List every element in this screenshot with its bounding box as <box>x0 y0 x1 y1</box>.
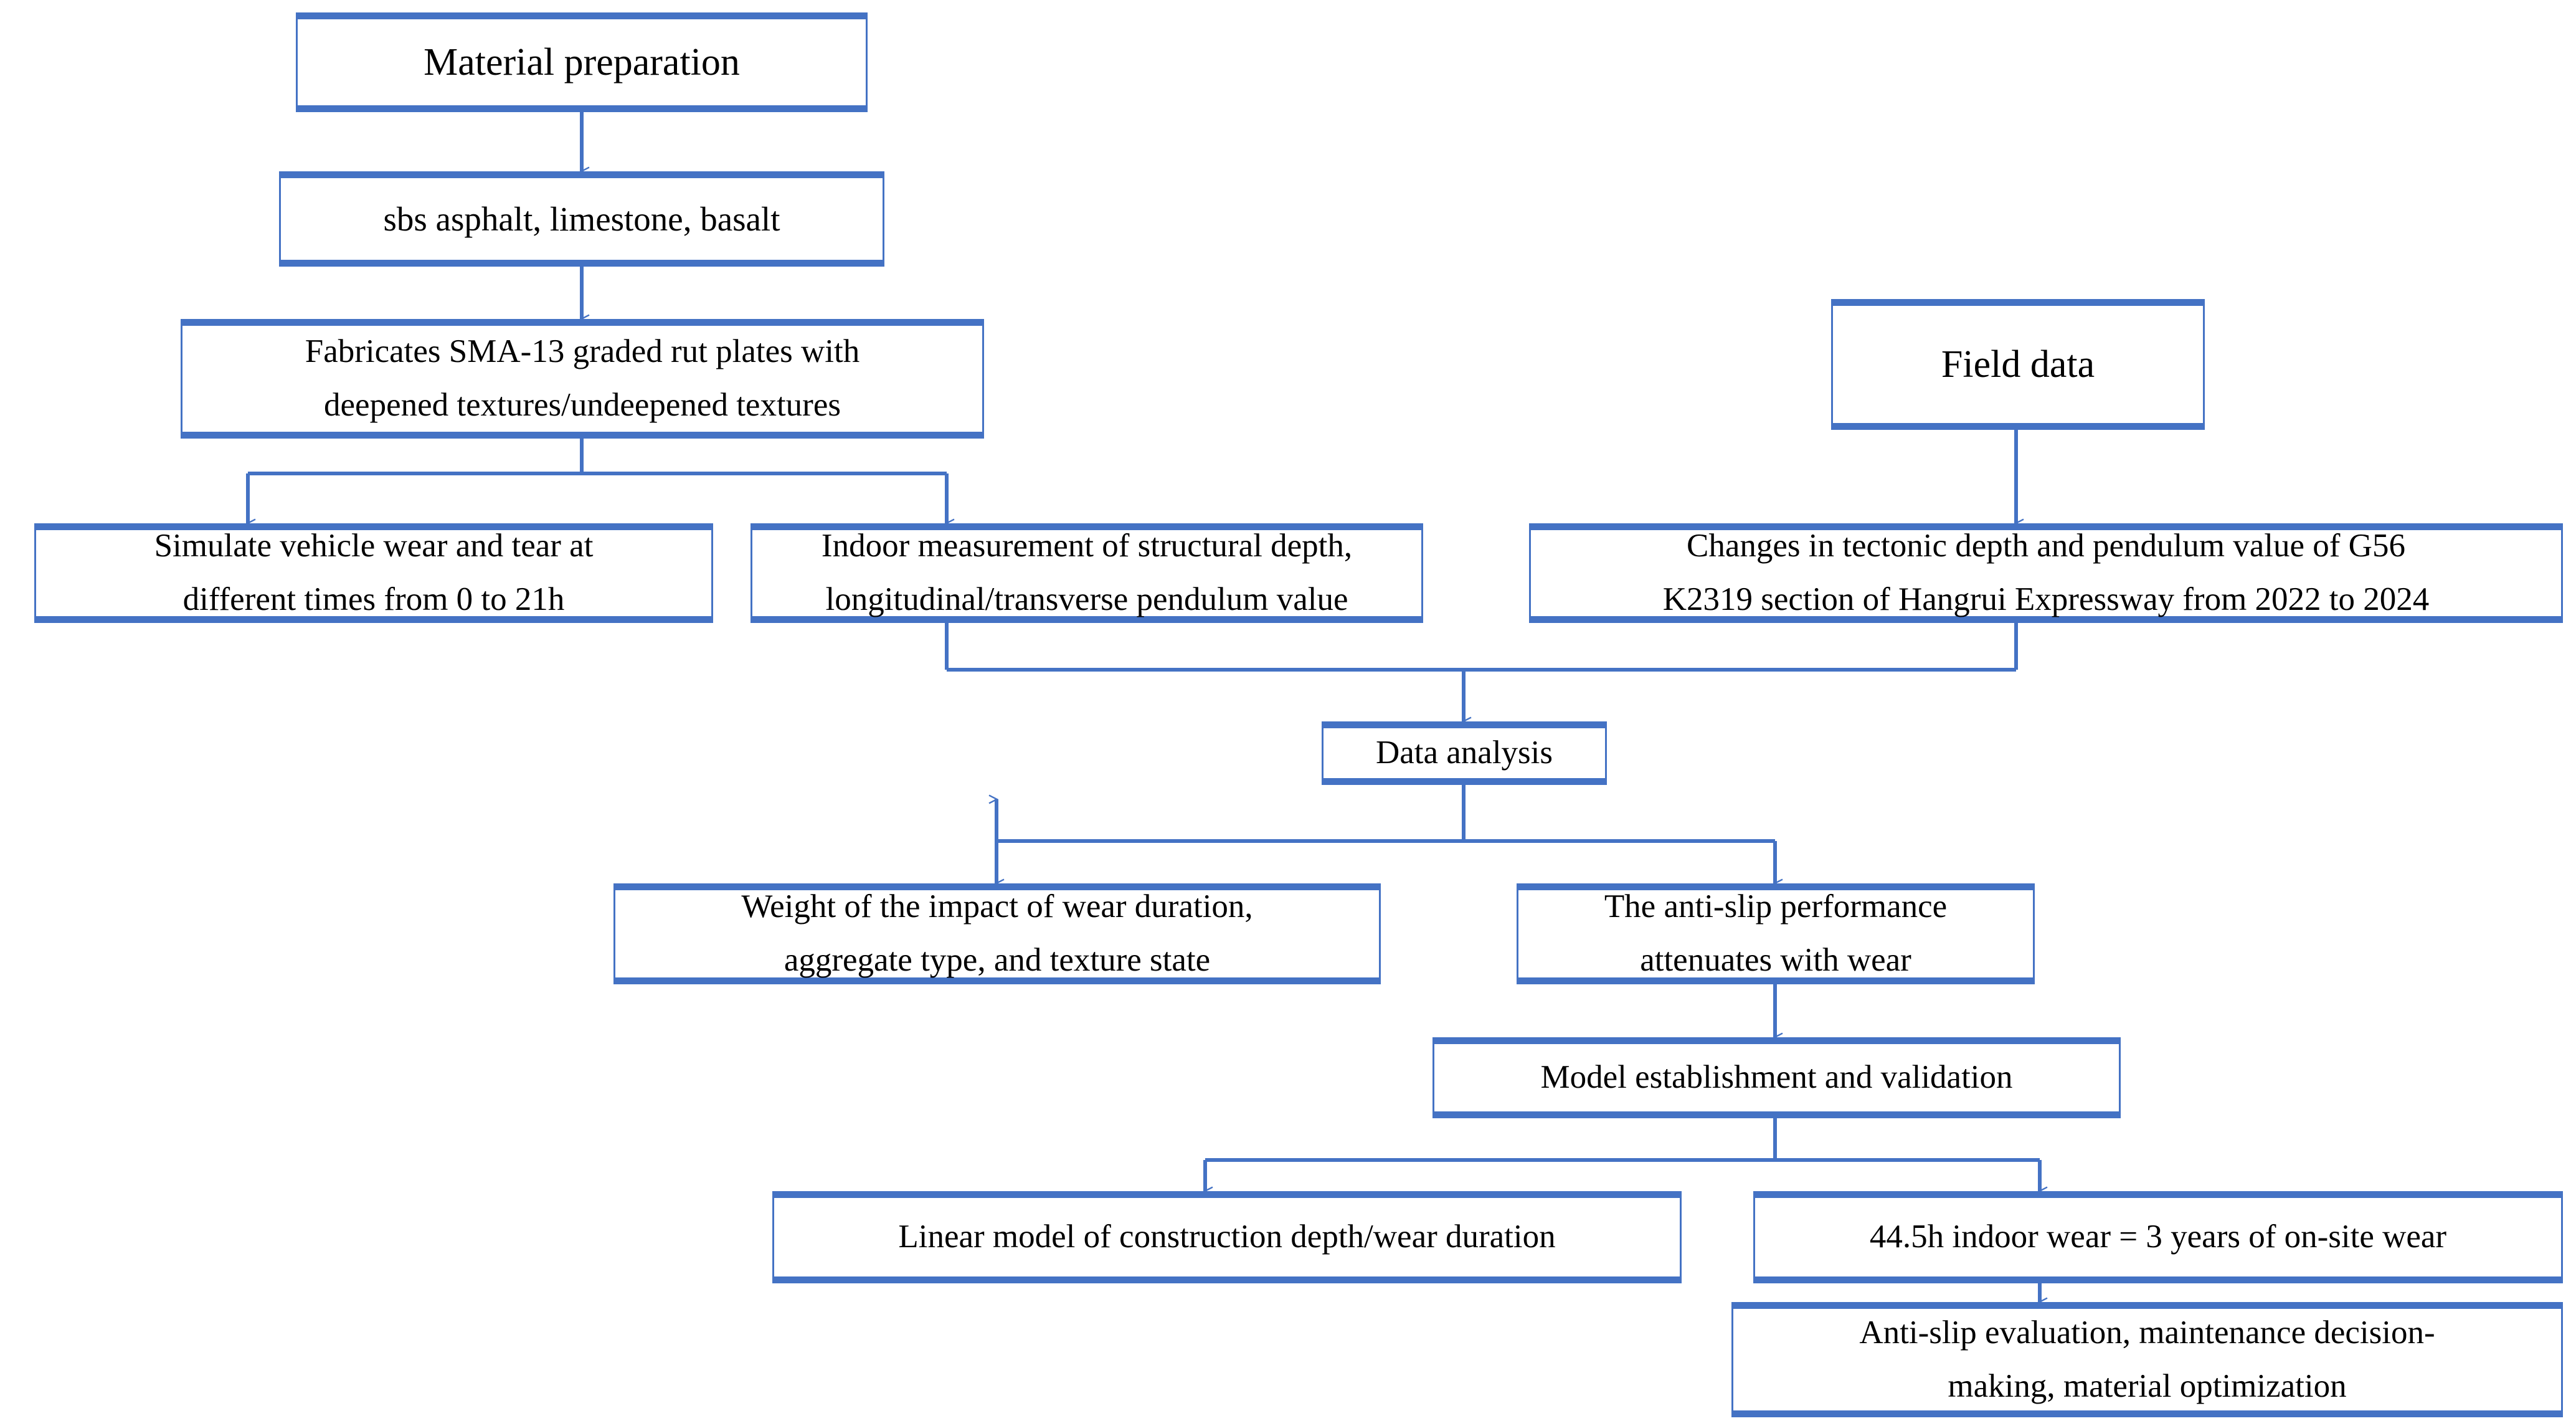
node-model-establishment[interactable]: Model establishment and validation <box>1432 1037 2121 1118</box>
node-linear-model[interactable]: Linear model of construction depth/wear … <box>772 1191 1682 1283</box>
node-field-data[interactable]: Field data <box>1831 299 2205 430</box>
node-label: Weight of the impact of wear duration, a… <box>741 888 1253 978</box>
node-antislip-attenuation[interactable]: The anti-slip performance attenuates wit… <box>1517 883 2035 984</box>
node-label: Fabricates SMA-13 graded rut plates with… <box>305 333 860 423</box>
node-materials-list[interactable]: sbs asphalt, limestone, basalt <box>279 171 884 267</box>
node-material-preparation[interactable]: Material preparation <box>296 12 868 112</box>
node-fabricates-plates[interactable]: Fabricates SMA-13 graded rut plates with… <box>181 319 984 439</box>
node-label: Linear model of construction depth/wear … <box>898 1219 1556 1255</box>
node-data-analysis[interactable]: Data analysis <box>1322 721 1607 785</box>
node-label: The anti-slip performance attenuates wit… <box>1604 888 1948 978</box>
node-wear-equivalence[interactable]: 44.5h indoor wear = 3 years of on-site w… <box>1753 1191 2563 1283</box>
node-label: Simulate vehicle wear and tear at differ… <box>154 528 594 617</box>
node-label: Indoor measurement of structural depth, … <box>821 528 1353 617</box>
node-simulate-wear[interactable]: Simulate vehicle wear and tear at differ… <box>34 523 713 623</box>
node-label: Anti-slip evaluation, maintenance decisi… <box>1859 1314 2435 1404</box>
node-antislip-evaluation[interactable]: Anti-slip evaluation, maintenance decisi… <box>1731 1302 2563 1417</box>
node-tectonic-changes[interactable]: Changes in tectonic depth and pendulum v… <box>1529 523 2563 623</box>
node-label: Changes in tectonic depth and pendulum v… <box>1662 528 2430 617</box>
node-impact-weight[interactable]: Weight of the impact of wear duration, a… <box>613 883 1381 984</box>
node-indoor-measurement[interactable]: Indoor measurement of structural depth, … <box>751 523 1423 623</box>
node-label: Material preparation <box>424 40 740 83</box>
node-label: Model establishment and validation <box>1540 1059 2013 1096</box>
node-label: sbs asphalt, limestone, basalt <box>383 199 780 238</box>
node-label: 44.5h indoor wear = 3 years of on-site w… <box>1869 1219 2447 1255</box>
node-label: Field data <box>1941 343 2095 386</box>
node-label: Data analysis <box>1375 734 1553 771</box>
